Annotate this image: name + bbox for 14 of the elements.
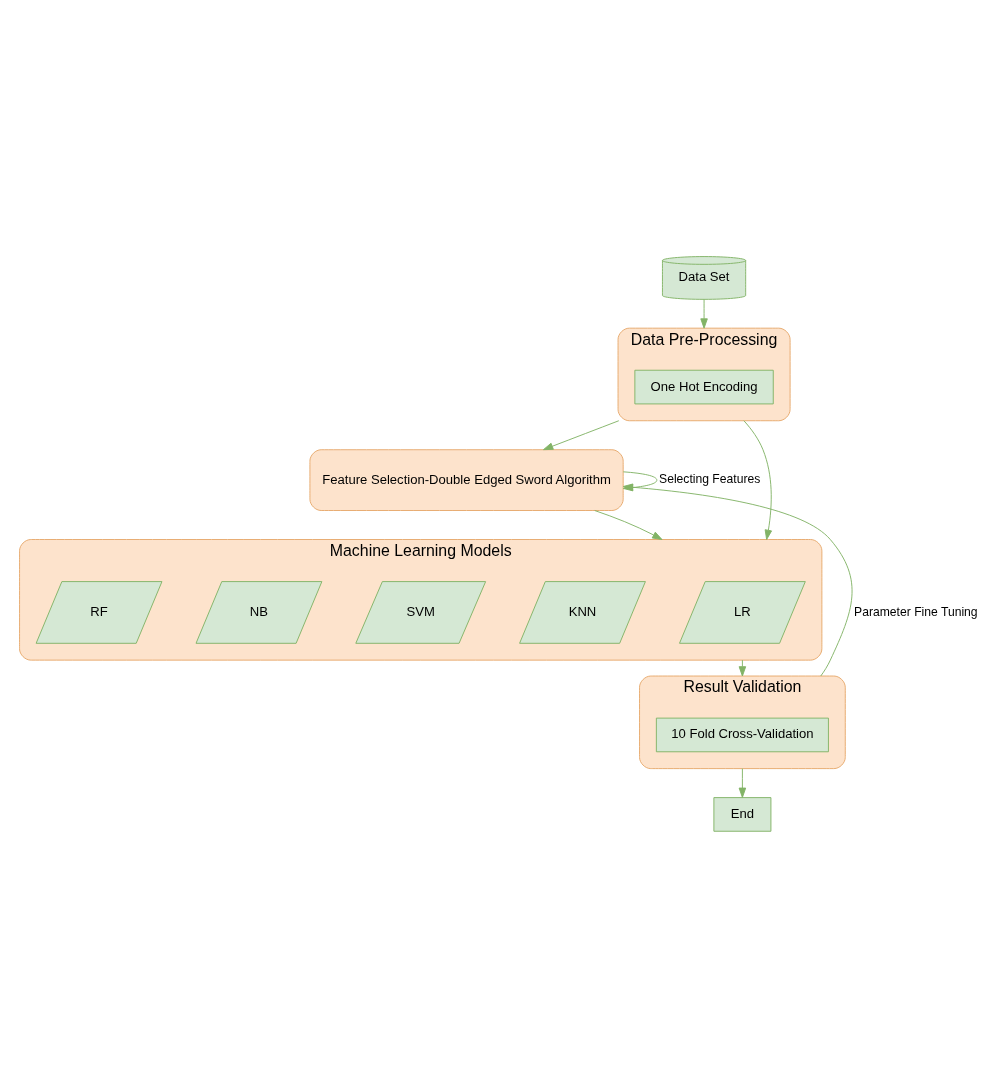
arrow [743,420,773,540]
arrow [594,510,663,540]
node-box: Feature Selection-Double Edged Sword Algorithm [309,449,624,511]
edge-label: Parameter Fine Tuning [854,604,978,619]
arrow [700,298,708,329]
arrow [622,483,853,677]
arrow [543,420,620,451]
arrow [622,471,658,492]
node-box: One Hot Encoding [634,369,774,405]
node-box: End [713,797,772,832]
arrow [738,659,747,677]
arrow [738,768,747,798]
node-box: 10 Fold Cross-Validation [655,717,829,753]
edge-label: Selecting Features [659,472,761,487]
